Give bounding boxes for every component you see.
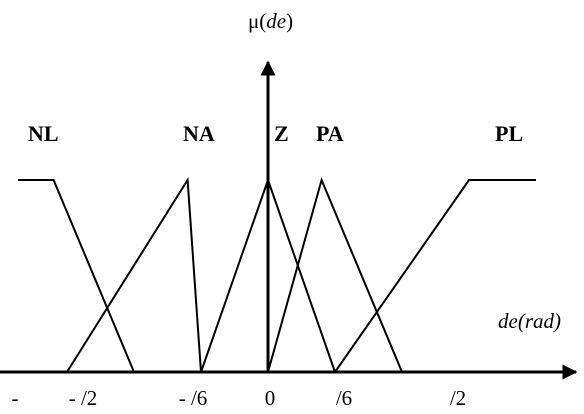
set-label-nl: NL — [28, 121, 59, 146]
x-tick-label: - /6 — [179, 386, 208, 410]
x-tick-label: 0 — [265, 386, 276, 410]
set-label-z: Z — [274, 121, 289, 146]
y-axis-label: μ(de) — [248, 9, 293, 33]
set-label-pl: PL — [495, 121, 523, 146]
membership-z — [200, 176, 336, 373]
x-axis-label: de(rad) — [498, 309, 561, 333]
membership-nl — [18, 179, 135, 373]
x-tick-label: /6 — [336, 386, 352, 410]
set-label-pa: PA — [316, 121, 344, 146]
set-label-na: NA — [183, 121, 215, 146]
x-tick-label: - — [12, 386, 19, 410]
x-tick-label: - /2 — [69, 386, 98, 410]
membership-na — [66, 176, 202, 373]
x-tick-label: /2 — [450, 386, 466, 410]
membership-pa — [267, 176, 403, 373]
membership-pl — [334, 179, 536, 373]
